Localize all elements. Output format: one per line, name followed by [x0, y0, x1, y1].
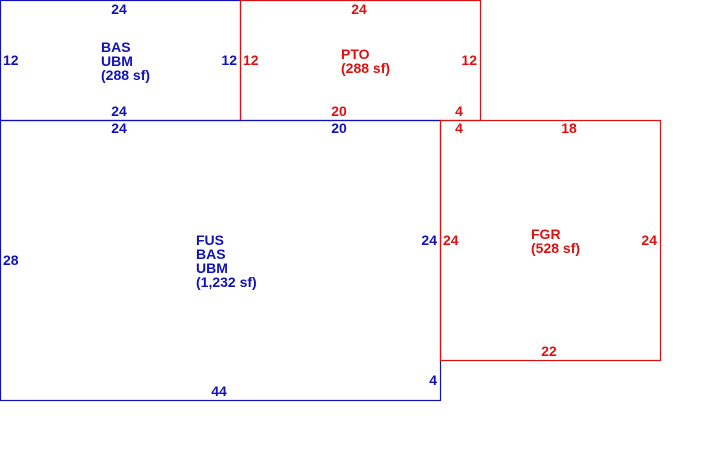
bas-dim-bottom: 24 [111, 103, 127, 119]
fus-label-line-1: FUS [196, 232, 224, 248]
fgr-label-line-1: FGR [531, 226, 561, 242]
fgr-area-label: FGR (528 sf) [531, 226, 580, 256]
fus-label-line-2: BAS [196, 246, 226, 262]
pto-dim-bottom-right: 4 [455, 103, 463, 119]
pto-dim-top: 24 [351, 1, 367, 17]
bas-label-line-2: UBM [101, 53, 133, 69]
fgr-dim-left: 24 [443, 232, 459, 248]
fgr-dim-bottom: 22 [541, 343, 557, 359]
fus-dim-bottom-right: 4 [429, 372, 437, 388]
fus-dim-top-right: 20 [331, 120, 347, 136]
fgr-dim-right: 24 [641, 232, 657, 248]
fgr-dim-top-left: 4 [455, 120, 463, 136]
fus-dim-bottom: 44 [211, 383, 227, 399]
bas-area-label: BAS UBM (288 sf) [101, 39, 150, 83]
pto-label-line-1: PTO [341, 46, 370, 62]
bas-dim-left: 12 [3, 52, 19, 68]
pto-label-line-2: (288 sf) [341, 60, 390, 76]
fgr-outline [439, 119, 662, 362]
bas-label-line-3: (288 sf) [101, 67, 150, 83]
fus-dim-top-left: 24 [111, 120, 127, 136]
pto-dim-left: 12 [243, 52, 259, 68]
bas-dim-top: 24 [111, 1, 127, 17]
fus-dim-left: 28 [3, 252, 19, 268]
fgr-label-line-2: (528 sf) [531, 240, 580, 256]
pto-dim-right: 12 [461, 52, 477, 68]
fus-label-line-4: (1,232 sf) [196, 274, 257, 290]
pto-area-label: PTO (288 sf) [341, 46, 390, 76]
pto-dim-bottom-left: 20 [331, 103, 347, 119]
fgr-dim-top: 18 [561, 120, 577, 136]
fus-dim-right: 24 [421, 232, 437, 248]
bas-dim-right: 12 [221, 52, 237, 68]
bas-label-line-1: BAS [101, 39, 131, 55]
fus-label-line-3: UBM [196, 260, 228, 276]
fus-area-label: FUS BAS UBM (1,232 sf) [196, 232, 257, 290]
